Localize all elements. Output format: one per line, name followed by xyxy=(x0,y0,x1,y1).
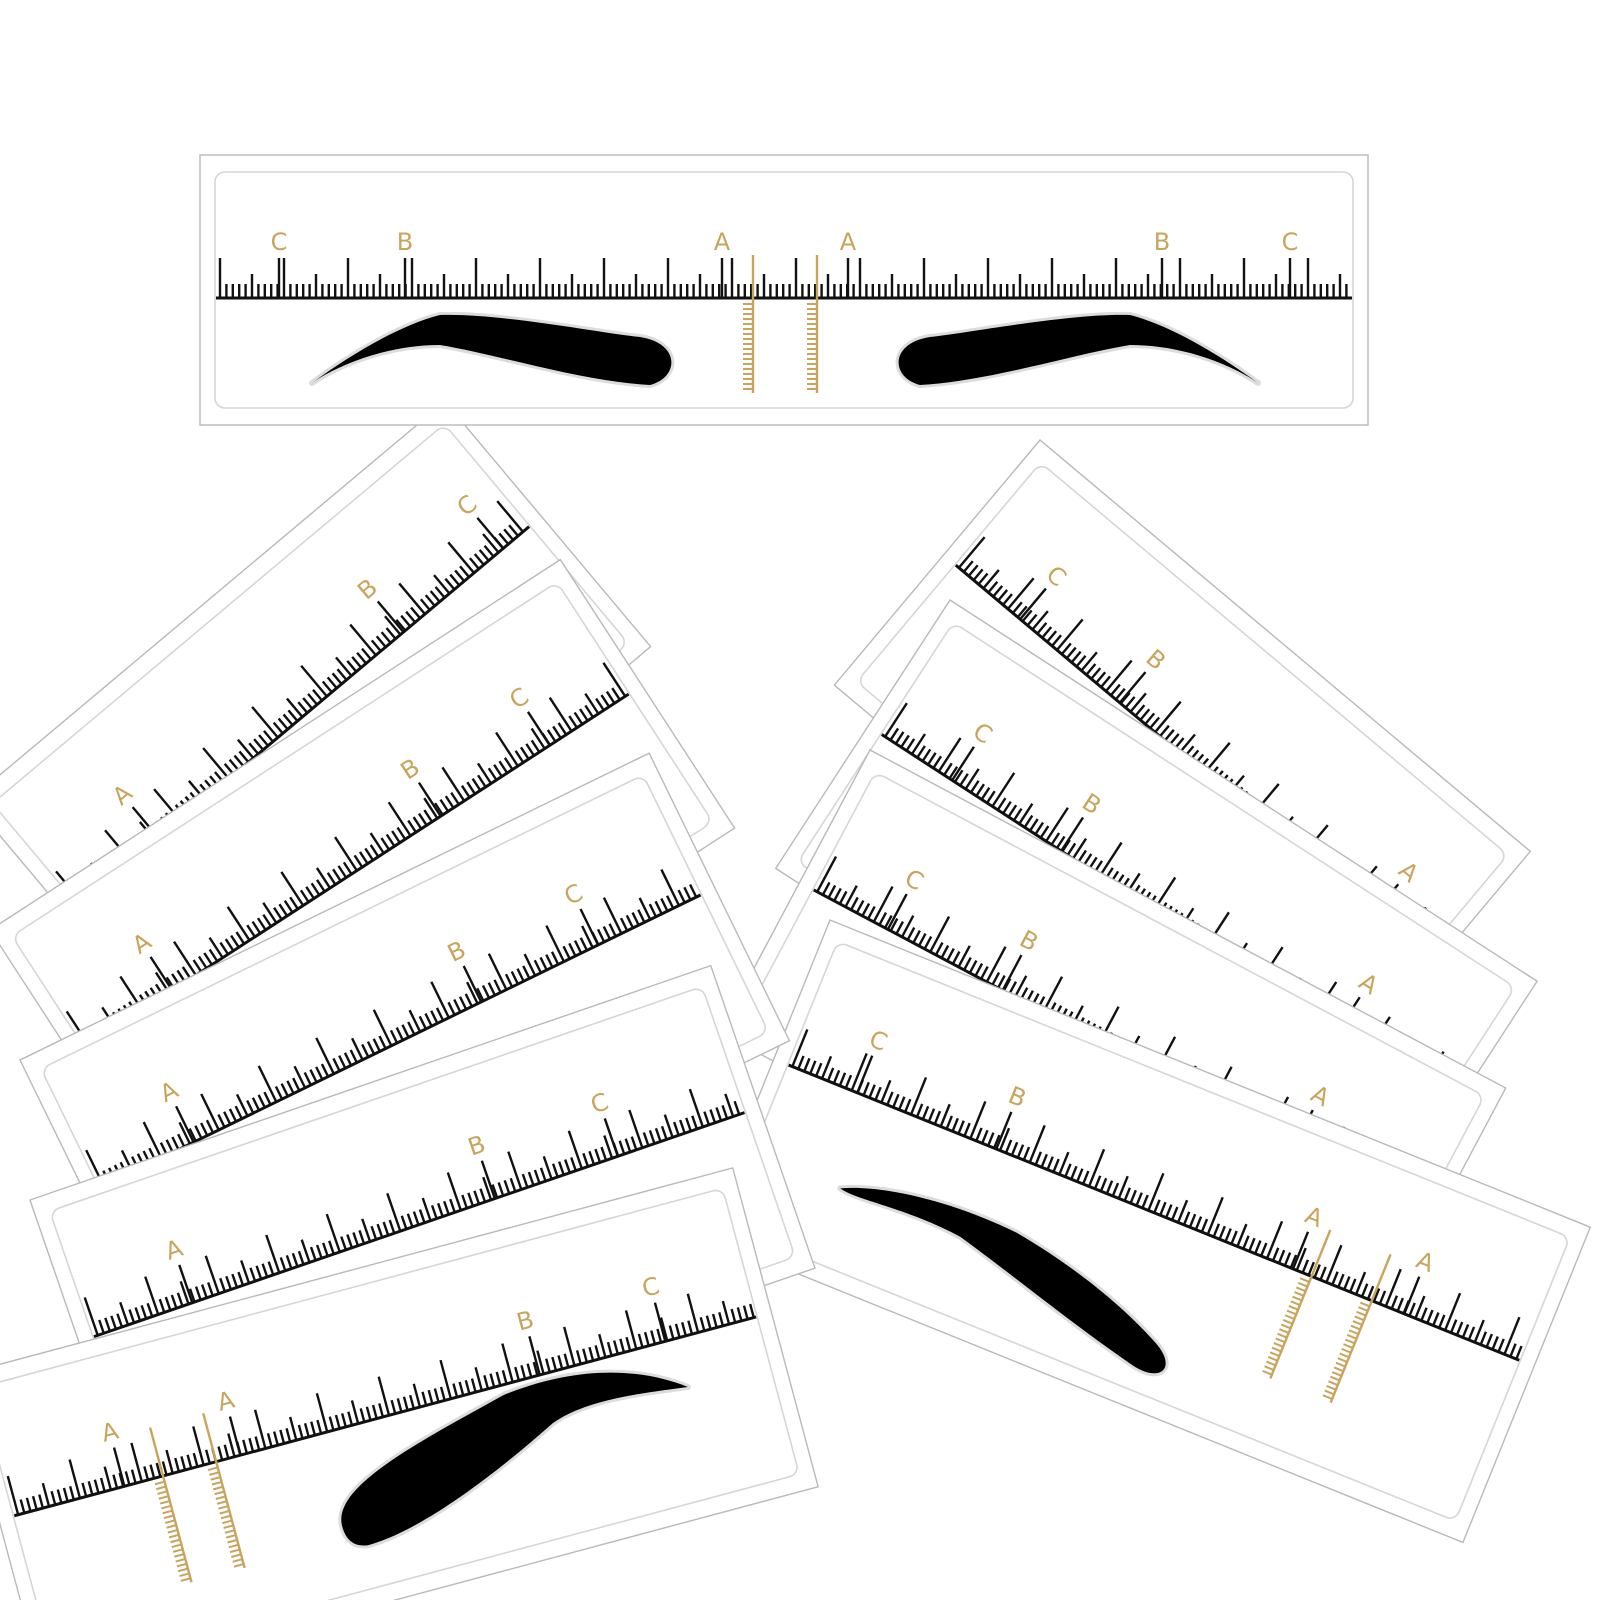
sticker-left-fan-5: A A B C xyxy=(0,1167,820,1600)
left-eyebrow-shape xyxy=(309,311,675,388)
right-eyebrow-shape xyxy=(895,311,1261,388)
eyebrow-shape xyxy=(837,1184,1169,1377)
marker-label-a: A xyxy=(840,228,857,256)
tick-marks xyxy=(85,869,698,1187)
marker-label-b: B xyxy=(397,228,413,256)
marker-label-b: B xyxy=(1154,228,1170,256)
center-guide xyxy=(1322,1253,1392,1404)
sticker-cut-line xyxy=(725,943,1568,1519)
marker-label-c: C xyxy=(639,1272,662,1303)
marker-label-c: C xyxy=(1282,228,1299,256)
center-guide xyxy=(1262,1229,1332,1379)
marker-label-a: A xyxy=(98,1416,122,1447)
ruler-scale: A A B C xyxy=(6,1272,757,1518)
center-guide xyxy=(743,255,755,393)
marker-label-a: A xyxy=(714,228,731,256)
sticker-backing xyxy=(701,919,1592,1544)
center-guide xyxy=(148,1427,193,1583)
sticker-backing xyxy=(0,1167,820,1600)
sticker-cut-line xyxy=(0,1189,798,1600)
marker-label-c: C xyxy=(271,228,288,256)
tick-marks xyxy=(791,1029,1523,1360)
marker-label-b: B xyxy=(514,1305,537,1336)
center-guide xyxy=(202,1413,246,1569)
ruler-scale: ABC xyxy=(83,1087,745,1339)
tick-marks xyxy=(6,1293,755,1516)
eyebrow-shape xyxy=(338,1369,691,1549)
sticker-cut-line xyxy=(214,171,1354,409)
marker-label-a: A xyxy=(214,1385,238,1416)
center-guide xyxy=(807,255,819,393)
tick-marks xyxy=(83,1088,741,1336)
